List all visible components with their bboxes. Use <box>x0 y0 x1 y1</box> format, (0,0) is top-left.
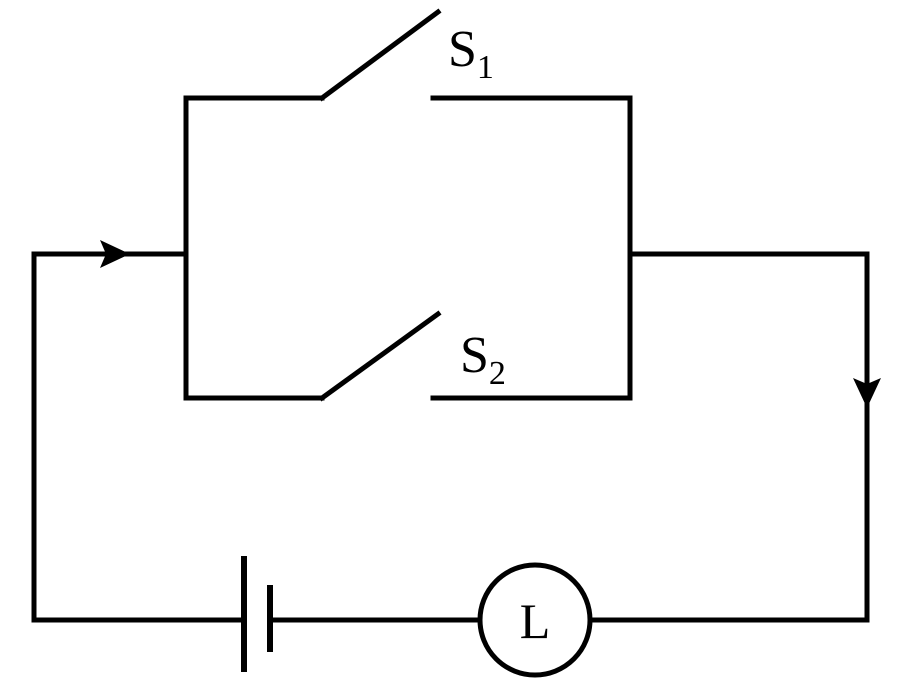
switch-s2-label: S2 <box>460 327 506 392</box>
switch-s1-blade <box>318 8 442 102</box>
wire-left-outer <box>31 251 247 623</box>
lamp-label: L <box>520 593 551 649</box>
switch-s1-letter: S <box>448 21 477 78</box>
wire-right-outer <box>587 251 870 623</box>
switch-s1-label: S1 <box>448 21 494 86</box>
switch-s2-subscript: 2 <box>489 355 506 392</box>
switch-s1-subscript: 1 <box>477 49 494 86</box>
switch-s2-letter: S <box>460 327 489 384</box>
switch-s2: S2 <box>183 310 633 402</box>
current-arrow-left <box>100 240 130 268</box>
lamp: L <box>477 562 593 678</box>
switch-s2-blade <box>318 310 442 402</box>
current-arrow-right <box>853 378 881 408</box>
switch-s1: S1 <box>183 8 633 102</box>
